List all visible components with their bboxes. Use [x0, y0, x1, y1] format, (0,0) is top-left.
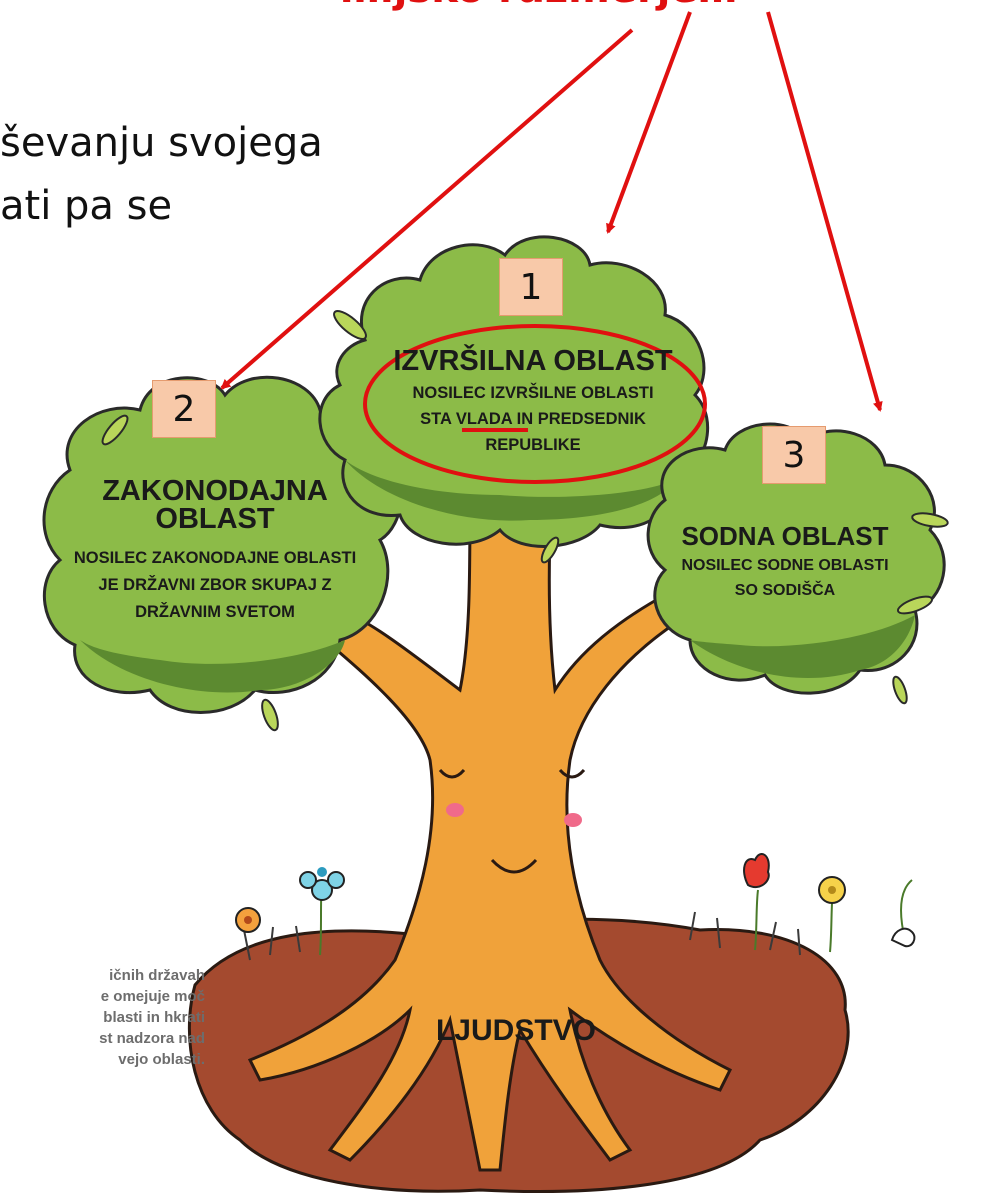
slide-text-line-1: ševanju svojega	[0, 120, 323, 166]
caption-line: e omejuje moč	[100, 988, 205, 1005]
judicial-line-2: SO SODIŠČA	[735, 580, 836, 599]
arrow-to-judicial	[766, 11, 883, 412]
number-box-legislative: 2	[152, 380, 216, 438]
executive-title: IZVRŠILNA OBLAST	[393, 343, 673, 377]
number-box-judicial: 3	[762, 426, 826, 484]
arrow-to-executive	[606, 11, 692, 234]
decorative-leaves	[101, 310, 949, 732]
tree-trunk	[247, 488, 733, 1172]
pointer-arrows	[220, 11, 883, 412]
snowdrop-flower-icon	[890, 879, 916, 948]
slide-text-line-2: ati pa se	[0, 183, 173, 229]
judicial-line-1: NOSILEC SODNE OBLASTI	[681, 557, 888, 574]
flower-blue-icon	[299, 867, 345, 901]
executive-line-3: REPUBLIKE	[485, 436, 580, 454]
flower-orange-icon	[235, 907, 261, 933]
legislative-line-2: JE DRŽAVNI ZBOR SKUPAJ Z	[98, 575, 331, 594]
executive-line-1: NOSILEC IZVRŠILNE OBLASTI	[412, 383, 653, 402]
canopy-judicial-shadow	[690, 615, 915, 679]
executive-line-2: STA VLADA IN PREDSEDNIK	[420, 410, 646, 428]
flower-yellow-icon	[818, 876, 846, 904]
caption-line: ičnih državah	[109, 967, 205, 984]
number-box-executive: 1	[499, 258, 563, 316]
legislative-line-3: DRŽAVNIM SVETOM	[135, 602, 295, 621]
canopy-executive-shadow	[345, 460, 675, 521]
caption-line: st nadzora nad	[99, 1030, 205, 1047]
legislative-title-line-1: ZAKONODAJNA	[102, 475, 328, 507]
judicial-title: SODNA OBLAST	[681, 521, 888, 551]
canopy-legislative-shadow	[80, 640, 345, 693]
legislative-title-line-2: OBLAST	[155, 503, 275, 535]
caption-text: ičnih državah e omejuje moč blasti in hk…	[0, 965, 205, 1070]
caption-line: blasti in hkrati	[103, 1009, 205, 1026]
arrow-to-legislative	[220, 28, 634, 390]
roots-label: LJUDSTVO	[436, 1014, 596, 1047]
legislative-line-1: NOSILEC ZAKONODAJNE OBLASTI	[74, 549, 356, 567]
slide-heading-fragment: …ljsko razmerje…	[340, 0, 738, 12]
grass-and-flowers	[243, 879, 834, 961]
executive-highlight-ellipse	[363, 324, 707, 484]
flower-red-icon	[743, 853, 770, 889]
tree-face	[438, 768, 586, 874]
caption-line: vejo oblasti.	[118, 1051, 205, 1068]
